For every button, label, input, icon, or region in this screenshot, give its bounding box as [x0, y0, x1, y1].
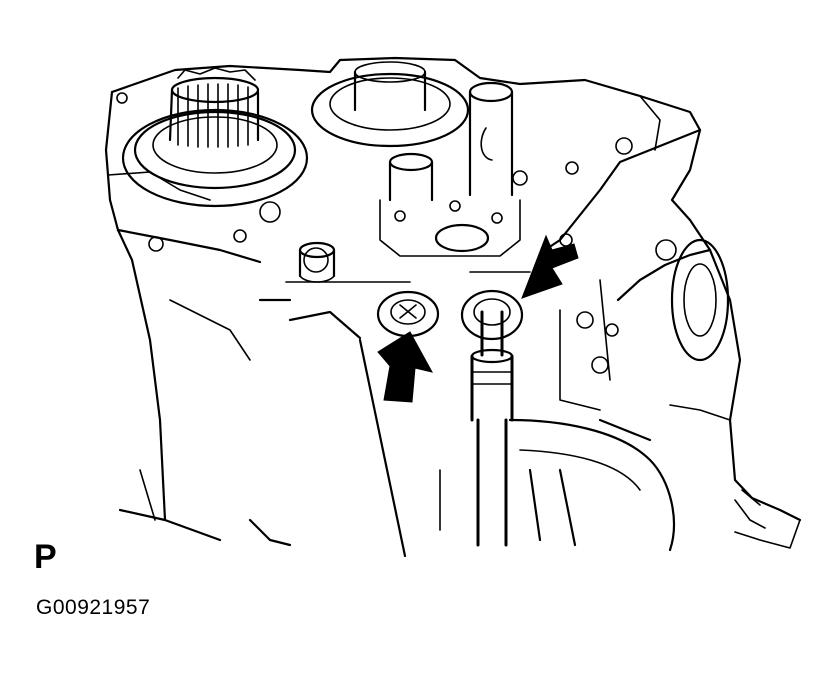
arrow-left-bolt: [377, 331, 433, 403]
bolt-mount-flange: [258, 271, 531, 558]
arrow-right-bolt: [521, 234, 579, 299]
bolt-right: [460, 289, 524, 341]
input-shaft: [121, 67, 309, 208]
case-outline: [104, 56, 802, 549]
case-bolt-holes: [116, 92, 677, 374]
stud-left: [298, 241, 336, 283]
shift-rod: [468, 81, 514, 197]
figure-code: G00921957: [36, 596, 151, 619]
output-flange: [670, 238, 766, 529]
lower-housing: [118, 279, 676, 552]
counter-shaft-bearing: [310, 61, 470, 148]
view-label: P: [34, 538, 57, 576]
boss-center: [379, 152, 521, 257]
bolt-left: [376, 290, 440, 338]
socket-wrench-tool: [470, 310, 514, 547]
